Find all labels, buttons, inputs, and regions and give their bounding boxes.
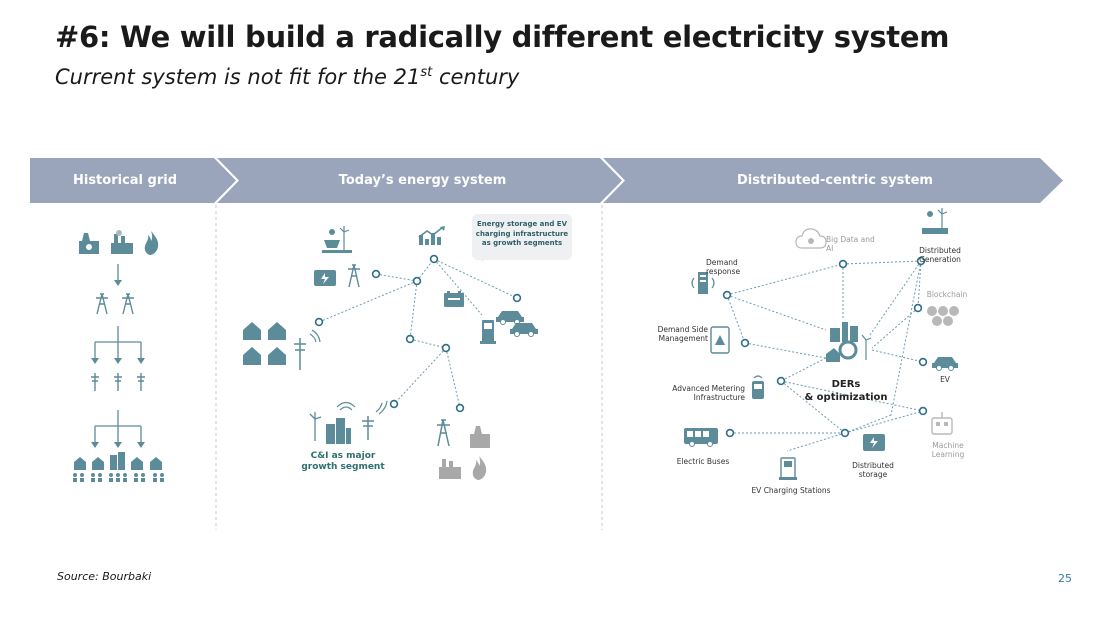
transmission-tower-icon [348, 264, 360, 288]
today-icons [243, 226, 538, 447]
transmission-tower-icon [437, 419, 450, 447]
cloud-ai-icon [795, 228, 827, 249]
nuclear-plant-icon [79, 233, 99, 254]
page-subtitle: Current system is not fit for the 21st c… [55, 65, 519, 89]
stage-chevrons [30, 158, 1063, 203]
electric-car-icon [932, 357, 958, 371]
battery-icon [444, 291, 464, 307]
distribution-pole-icon [114, 373, 122, 391]
page-number: 25 [1058, 572, 1072, 585]
commercial-building-icon [326, 418, 351, 444]
transmission-tower-icon [96, 293, 108, 315]
label-ders-optimization: DERs & optimization [804, 379, 888, 403]
wifi-icon [336, 401, 356, 411]
distributed-links [726, 260, 924, 452]
today-links [318, 258, 518, 409]
label-distributed-generation: Distributed Generation [919, 246, 961, 264]
electric-car-icon [496, 311, 524, 325]
coal-plant-icon [111, 230, 133, 254]
smart-home-icon [243, 322, 286, 365]
distribution-pole-icon [294, 338, 306, 370]
consumer-buildings-icon [74, 452, 162, 470]
subtitle-end: century [432, 65, 520, 89]
page-title: #6: We will build a radically different … [55, 20, 950, 54]
battery-storage-icon [314, 270, 336, 286]
distributed-icons [684, 208, 958, 480]
ev-charger-icon [779, 457, 797, 480]
today-grey-icons [439, 426, 490, 480]
wifi-icon [375, 400, 388, 415]
machine-learning-icon [931, 412, 953, 435]
label-distributed-storage: Distributed storage [852, 461, 894, 479]
label-demand-response: Demand response [706, 258, 741, 276]
electric-car-icon [510, 323, 538, 337]
distribution-pole-icon [91, 373, 99, 391]
distributed-storage-icon [863, 434, 885, 451]
wind-turbine-icon [309, 412, 322, 441]
stage-label-today: Today’s energy system [338, 173, 507, 188]
source-note: Source: Bourbaki [57, 570, 152, 583]
distributed-nodes [722, 256, 928, 438]
callout-line: Energy storage and EV [476, 220, 568, 228]
distribution-pole-icon [137, 373, 145, 391]
historical-grid [73, 230, 164, 482]
chevron-historical [30, 158, 236, 203]
demand-response-icon [691, 272, 715, 294]
blockchain-icon [927, 306, 959, 326]
solar-wind-icon [322, 226, 352, 253]
stage-label-historical: Historical grid [72, 173, 178, 188]
gas-flame-icon [472, 456, 487, 480]
people-icon [73, 473, 164, 482]
transmission-tower-icon [122, 293, 134, 315]
subtitle-text: Current system is not fit for the 21 [55, 65, 421, 89]
label-electric-buses: Electric Buses [676, 457, 730, 466]
distributed-grey-icons [795, 228, 959, 435]
stage-label-distributed: Distributed-centric system [737, 173, 933, 188]
smart-meter-icon [752, 375, 764, 399]
callout-line: charging infrastructure [475, 229, 569, 238]
label-demand-side-management: Demand Side Management [657, 325, 708, 343]
electric-bus-icon [684, 428, 718, 447]
ev-charger-icon [480, 320, 496, 344]
label-ev: EV [940, 375, 950, 384]
wifi-icon [309, 329, 321, 343]
gas-flame-icon [144, 231, 159, 255]
chevron-today [217, 158, 622, 203]
ci-growth-label: C&I as major growth segment [301, 451, 385, 472]
label-big-data-ai: Big Data and AI [826, 235, 875, 253]
nuclear-plant-icon [470, 426, 490, 448]
label-ev-charging-stations: EV Charging Stations [751, 486, 831, 495]
solar-wind-icon [922, 208, 948, 234]
demand-side-management-icon [710, 326, 730, 354]
growth-chart-icon [418, 226, 445, 245]
callout-line: as growth segments [481, 239, 563, 247]
callout-storage-ev: Energy storage and EV charging infrastru… [472, 214, 572, 260]
distribution-pole-icon [362, 416, 374, 440]
label-machine-learning: Machine Learning [931, 441, 965, 459]
coal-plant-icon [439, 459, 461, 479]
label-blockchain: Blockchain [926, 290, 968, 299]
label-advanced-metering: Advanced Metering Infrastructure [672, 384, 745, 402]
chevron-distributed [603, 158, 1063, 203]
ders-hub-icon [826, 322, 872, 362]
subtitle-superscript: st [420, 65, 433, 80]
